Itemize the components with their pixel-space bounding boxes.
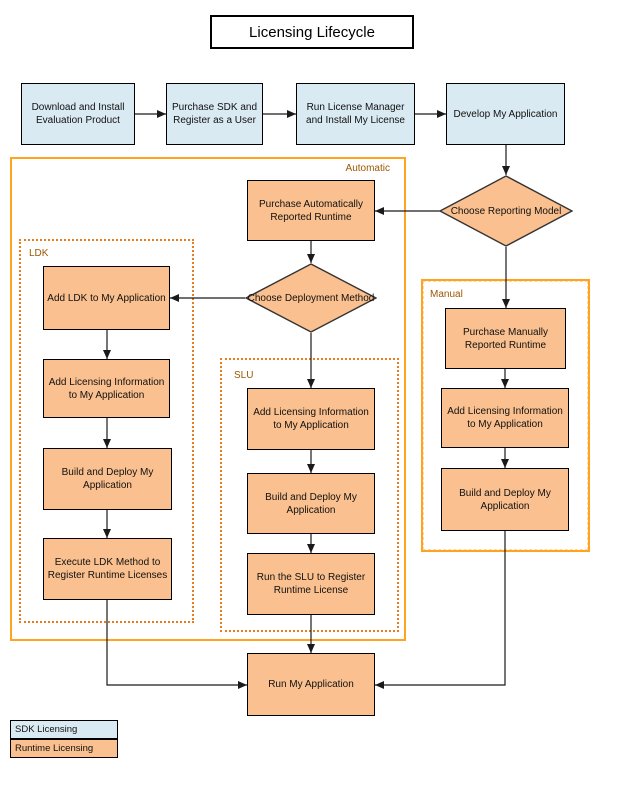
node-slu-build-deploy: Build and Deploy My Application <box>247 473 375 534</box>
group-automatic: Automatic <box>10 157 406 641</box>
diamond-shape <box>245 263 377 333</box>
node-ldk-build-deploy: Build and Deploy My Application <box>43 448 172 510</box>
node-purchase-sdk: Purchase SDK and Register as a User <box>166 83 263 145</box>
diamond-shape <box>439 175 573 247</box>
node-ldk-execute: Execute LDK Method to Register Runtime L… <box>43 538 172 600</box>
node-manual-add-licensing: Add Licensing Information to My Applicat… <box>441 388 569 448</box>
diagram-title: Licensing Lifecycle <box>210 15 414 49</box>
node-run-license-manager: Run License Manager and Install My Licen… <box>296 83 415 145</box>
group-slu-label: SLU <box>234 370 254 381</box>
group-ldk-label: LDK <box>29 248 49 259</box>
decision-choose-reporting-model: Choose Reporting Model <box>439 175 573 247</box>
decision-label: Choose Reporting Model <box>450 205 562 217</box>
group-automatic-label: Automatic <box>345 163 390 174</box>
decision-label: Choose Deployment Method <box>247 292 375 304</box>
node-manual-purchase-runtime: Purchase Manually Reported Runtime <box>445 308 566 369</box>
node-slu-add-licensing: Add Licensing Information to My Applicat… <box>247 388 375 450</box>
node-manual-build-deploy: Build and Deploy My Application <box>441 468 569 531</box>
node-run-my-application: Run My Application <box>247 653 375 716</box>
group-manual-label: Manual <box>430 289 463 300</box>
node-download-install: Download and Install Evaluation Product <box>21 83 135 145</box>
node-purchase-auto-runtime: Purchase Automatically Reported Runtime <box>247 180 375 241</box>
node-add-ldk: Add LDK to My Application <box>43 266 170 330</box>
legend-runtime-licensing: Runtime Licensing <box>10 739 118 758</box>
group-slu: SLU <box>220 358 399 632</box>
node-develop-application: Develop My Application <box>446 83 565 145</box>
node-slu-run: Run the SLU to Register Runtime License <box>247 553 375 615</box>
decision-choose-deployment-method: Choose Deployment Method <box>245 263 377 333</box>
legend-sdk-licensing: SDK Licensing <box>10 720 118 739</box>
node-ldk-add-licensing: Add Licensing Information to My Applicat… <box>43 359 170 418</box>
